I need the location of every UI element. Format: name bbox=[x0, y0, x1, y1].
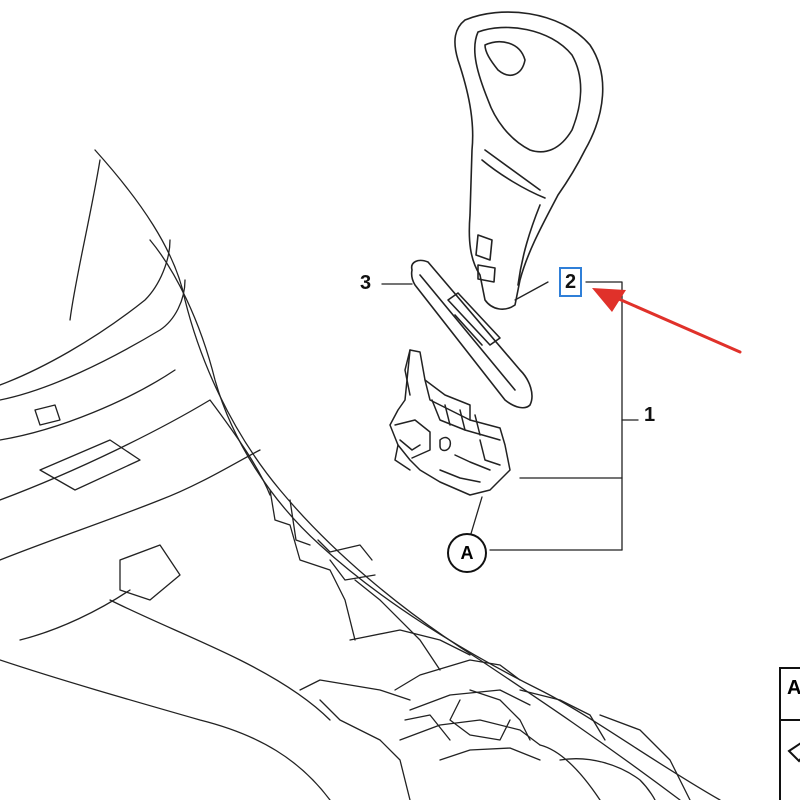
callout-part-2-highlighted: 2 bbox=[559, 267, 582, 297]
legend-icon bbox=[787, 742, 800, 763]
callout-part-1: 1 bbox=[644, 404, 656, 426]
center-console-outline bbox=[0, 149, 721, 800]
highlight-arrow bbox=[592, 288, 742, 354]
legend-letter: A bbox=[787, 677, 800, 699]
shifter-mechanism-part-1 bbox=[389, 349, 511, 496]
legend-divider bbox=[781, 719, 800, 721]
callout-part-3: 3 bbox=[360, 272, 372, 294]
gear-knob-part-2 bbox=[454, 11, 604, 310]
legend-box: A bbox=[779, 667, 800, 800]
shift-boot-part-3 bbox=[410, 259, 533, 409]
callout-ref-a: A bbox=[447, 533, 487, 573]
leader-lines bbox=[381, 281, 639, 551]
